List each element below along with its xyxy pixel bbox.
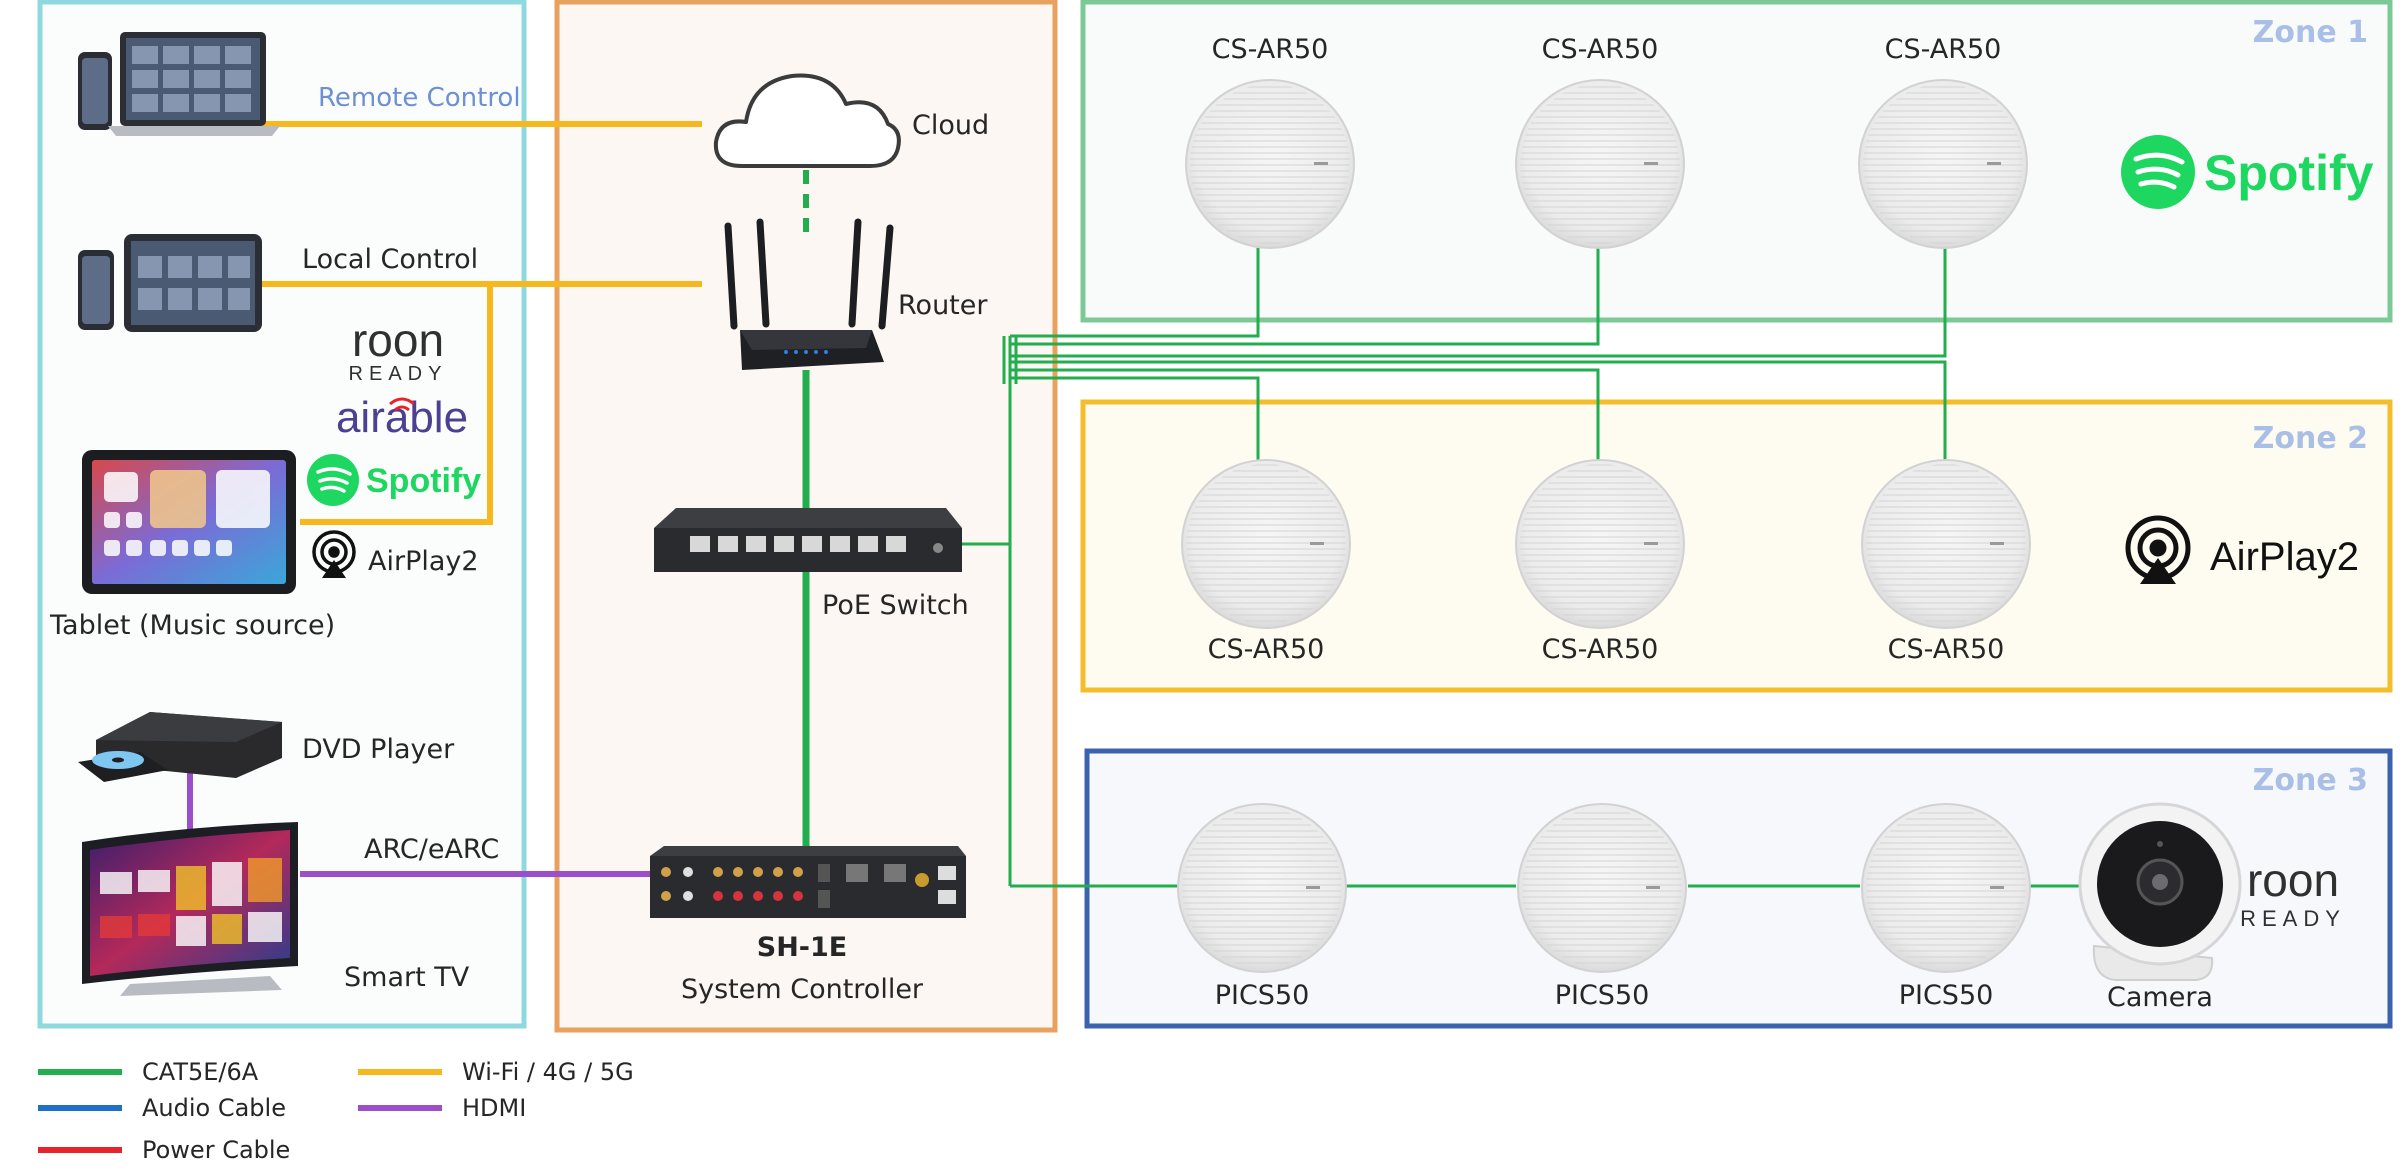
local-control-devices: [78, 234, 262, 332]
dvd-player: [78, 712, 282, 782]
speaker-grille: [1866, 808, 2026, 968]
spotify-logo-left: Spotify: [366, 462, 481, 500]
speaker-model-label: CS-AR50: [1208, 634, 1325, 665]
music-source-tablet: [82, 450, 296, 594]
speaker-grille: [1182, 808, 1342, 968]
speaker-grille: [1863, 84, 2023, 244]
spotify-logo-zone1: Spotify: [2204, 145, 2374, 201]
legend-label: Wi-Fi / 4G / 5G: [462, 1058, 634, 1086]
speaker-grille: [1520, 464, 1680, 624]
tablet-label: Tablet (Music source): [49, 610, 335, 641]
airplay-triangle-zone2: [2140, 558, 2176, 584]
speaker-model-label: PICS50: [1899, 980, 1994, 1011]
speaker-model-label: PICS50: [1555, 980, 1650, 1011]
speaker-model-label: CS-AR50: [1888, 634, 2005, 665]
speaker-badge: [1306, 886, 1320, 889]
zone2-label: Zone 2: [2253, 421, 2368, 456]
camera-icon: [2078, 802, 2242, 981]
local-control-label: Local Control: [302, 244, 478, 275]
speaker-badge: [1990, 542, 2004, 545]
cat5-speaker-bus: [960, 248, 2082, 888]
roon-logo-zone3: roon: [2247, 854, 2339, 906]
legend-label: HDMI: [462, 1094, 526, 1122]
speaker-badge: [1644, 542, 1658, 545]
spotify-icon-left: [307, 454, 359, 506]
airplay-logo-left: AirPlay2: [368, 546, 479, 577]
speaker-grille: [1186, 464, 1346, 624]
speaker-badge: [1987, 162, 2001, 165]
zone1-label: Zone 1: [2253, 15, 2368, 50]
speaker-grille: [1522, 808, 1682, 968]
speaker-model-label: CS-AR50: [1885, 34, 2002, 65]
smart-tv: [82, 822, 298, 996]
camera-label: Camera: [2107, 982, 2213, 1013]
roon-logo-left: roon: [352, 314, 444, 366]
router-icon: [724, 218, 894, 370]
poe-switch-label: PoE Switch: [822, 590, 969, 621]
dvd-player-label: DVD Player: [302, 734, 455, 765]
wifi-links: [262, 121, 702, 525]
speaker-model-label: CS-AR50: [1542, 634, 1659, 665]
speaker-grille: [1866, 464, 2026, 624]
legend-label: Audio Cable: [142, 1094, 286, 1122]
speaker-badge: [1314, 162, 1328, 165]
remote-control-devices: [78, 32, 280, 136]
smart-tv-label: Smart TV: [344, 962, 470, 993]
controller-name-label: System Controller: [681, 974, 924, 1005]
cloud-icon: [713, 73, 901, 168]
controller-model-label: SH-1E: [757, 932, 847, 963]
speaker-badge: [1310, 542, 1324, 545]
router-label: Router: [898, 290, 988, 321]
speaker-model-label: PICS50: [1215, 980, 1310, 1011]
roon-ready-left: READY: [349, 363, 448, 385]
legend-label: CAT5E/6A: [142, 1058, 259, 1086]
legend-label: Power Cable: [142, 1136, 290, 1164]
zone3-label: Zone 3: [2253, 763, 2368, 798]
poe-switch-icon: [654, 508, 962, 572]
speaker-grille: [1520, 84, 1680, 244]
speaker-badge: [1644, 162, 1658, 165]
speaker-model-label: CS-AR50: [1542, 34, 1659, 65]
roon-ready-zone3: READY: [2240, 906, 2346, 931]
airplay-triangle-left: [322, 560, 346, 578]
system-controller-icon: [650, 846, 966, 918]
cloud-label: Cloud: [912, 110, 989, 141]
airplay-logo-zone2: AirPlay2: [2210, 535, 2359, 579]
speaker-badge: [1646, 886, 1660, 889]
remote-control-label: Remote Control: [318, 83, 521, 113]
spotify-icon-zone1: [2121, 135, 2195, 209]
hdmi-links: [187, 765, 652, 877]
speaker-model-label: CS-AR50: [1212, 34, 1329, 65]
airable-logo: airable: [336, 393, 468, 442]
speaker-badge: [1990, 886, 2004, 889]
speakers: [1177, 79, 2031, 973]
airable-signal-icon: [389, 397, 415, 412]
arc-label: ARC/eARC: [364, 834, 499, 865]
speaker-grille: [1190, 84, 1350, 244]
